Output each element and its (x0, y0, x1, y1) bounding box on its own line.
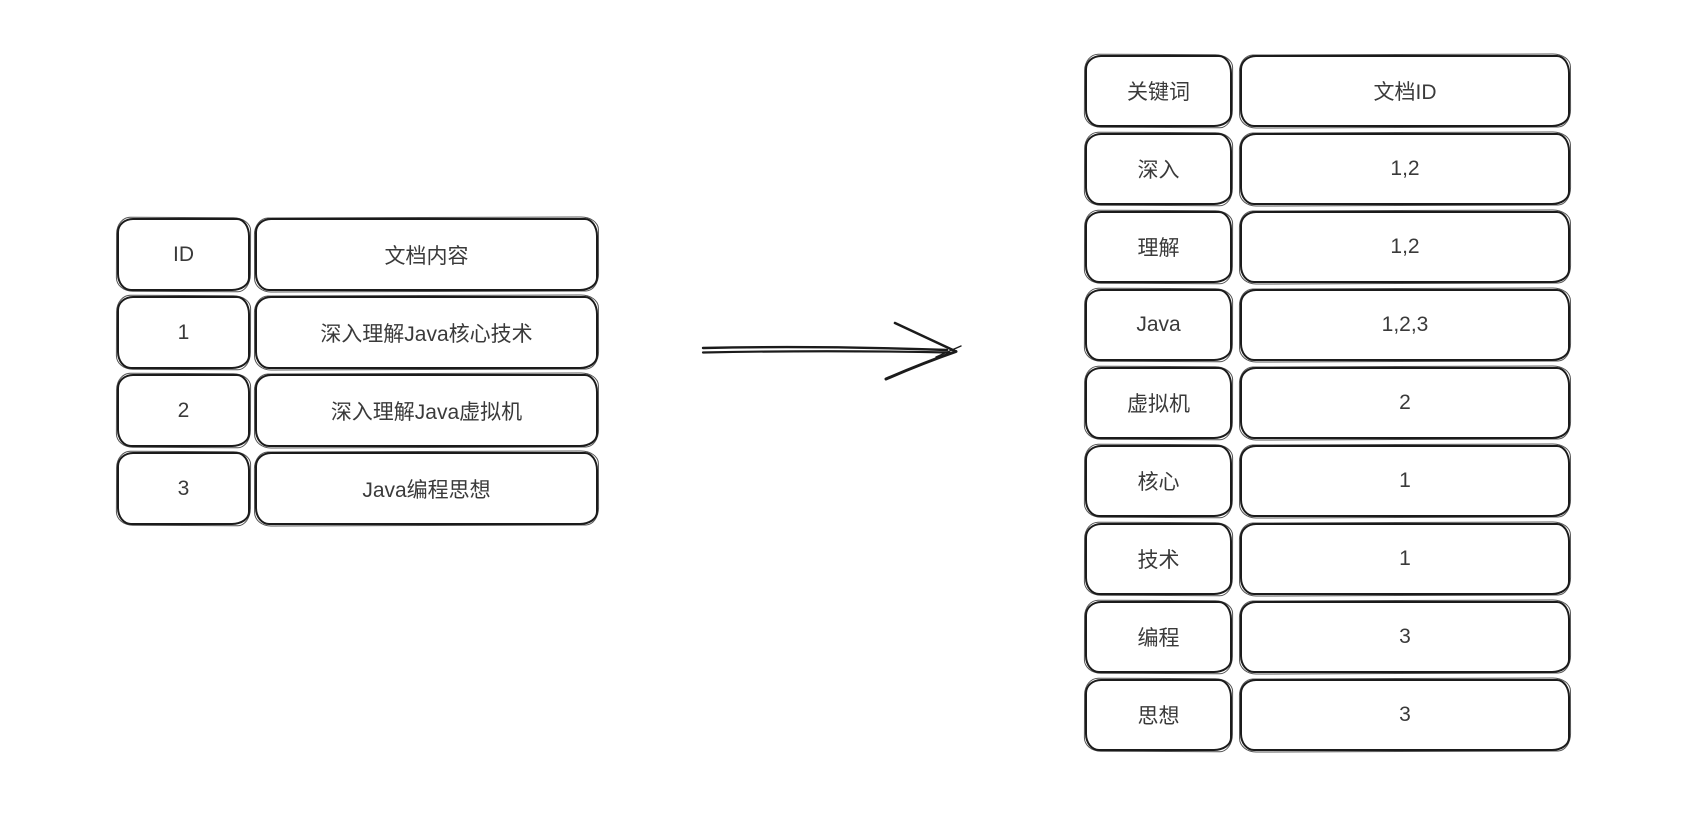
doc-ids-cell: 1 (1240, 523, 1570, 595)
inverted-index-header-docid: 文档ID (1240, 55, 1570, 127)
document-id-cell: 2 (117, 374, 250, 447)
table-row: 1 深入理解Java核心技术 (117, 296, 598, 369)
table-row: 核心 1 (1085, 445, 1570, 517)
keyword-cell: 深入 (1085, 133, 1232, 205)
inverted-index-header-row: 关键词 文档ID (1085, 55, 1570, 127)
table-row: Java 1,2,3 (1085, 289, 1570, 361)
table-row: 2 深入理解Java虚拟机 (117, 374, 598, 447)
keyword-cell: Java (1085, 289, 1232, 361)
doc-ids-cell: 3 (1240, 601, 1570, 673)
document-id-cell: 1 (117, 296, 250, 369)
inverted-index-header-keyword: 关键词 (1085, 55, 1232, 127)
table-row: 理解 1,2 (1085, 211, 1570, 283)
documents-header-id: ID (117, 218, 250, 291)
documents-table: ID 文档内容 1 深入理解Java核心技术 2 深入理解Java虚拟机 3 J… (117, 218, 598, 525)
keyword-cell: 核心 (1085, 445, 1232, 517)
keyword-cell: 虚拟机 (1085, 367, 1232, 439)
keyword-cell: 思想 (1085, 679, 1232, 751)
table-row: 3 Java编程思想 (117, 452, 598, 525)
inverted-index-table: 关键词 文档ID 深入 1,2 理解 1,2 Java 1,2,3 虚拟机 2 … (1085, 55, 1570, 751)
doc-ids-cell: 1,2 (1240, 133, 1570, 205)
document-content-cell: Java编程思想 (255, 452, 598, 525)
keyword-cell: 技术 (1085, 523, 1232, 595)
table-row: 技术 1 (1085, 523, 1570, 595)
keyword-cell: 编程 (1085, 601, 1232, 673)
doc-ids-cell: 2 (1240, 367, 1570, 439)
documents-header-content: 文档内容 (255, 218, 598, 291)
doc-ids-cell: 3 (1240, 679, 1570, 751)
documents-header-row: ID 文档内容 (117, 218, 598, 291)
right-arrow-icon (701, 321, 962, 381)
keyword-cell: 理解 (1085, 211, 1232, 283)
document-id-cell: 3 (117, 452, 250, 525)
transform-arrow (698, 310, 973, 395)
doc-ids-cell: 1,2 (1240, 211, 1570, 283)
table-row: 思想 3 (1085, 679, 1570, 751)
table-row: 编程 3 (1085, 601, 1570, 673)
table-row: 深入 1,2 (1085, 133, 1570, 205)
table-row: 虚拟机 2 (1085, 367, 1570, 439)
doc-ids-cell: 1,2,3 (1240, 289, 1570, 361)
doc-ids-cell: 1 (1240, 445, 1570, 517)
document-content-cell: 深入理解Java核心技术 (255, 296, 598, 369)
document-content-cell: 深入理解Java虚拟机 (255, 374, 598, 447)
